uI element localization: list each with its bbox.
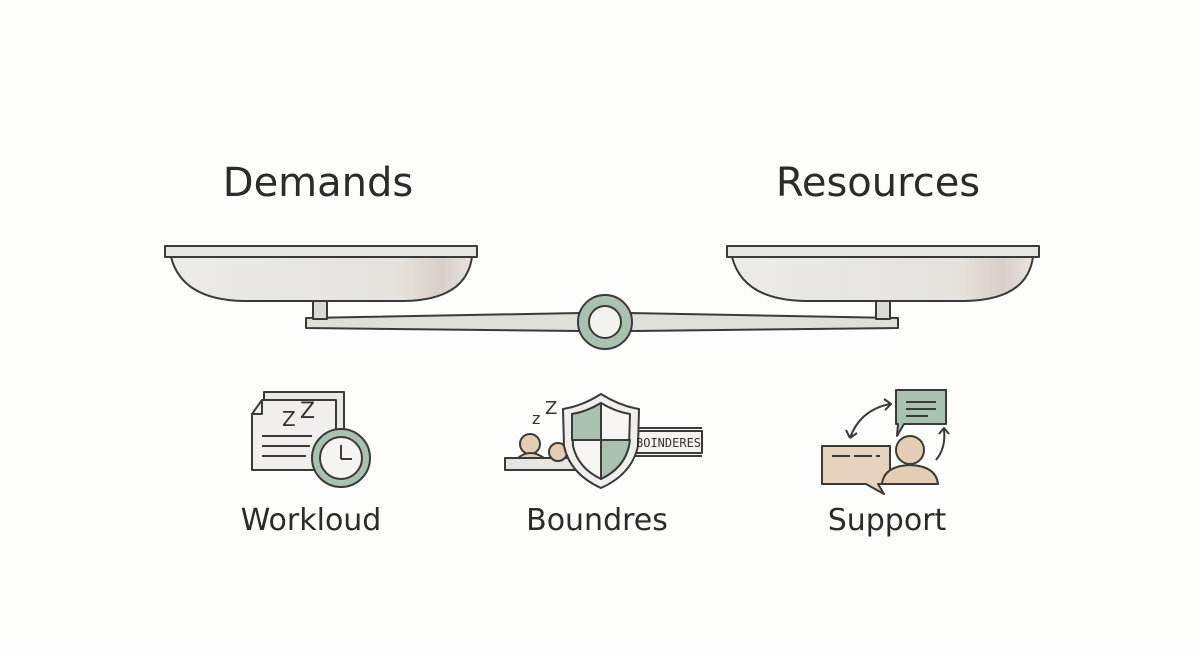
shield-rest-icon: z Z: [504, 393, 703, 489]
support-label: Support: [828, 503, 947, 538]
documents-clock-icon: Z Z: [251, 391, 371, 488]
resources-title: Resources: [776, 160, 980, 206]
boundary-banner-text: BOINDERES: [636, 436, 701, 450]
right-pan-post: [875, 300, 891, 320]
scale-beam: [305, 312, 581, 332]
demands-title: Demands: [223, 160, 413, 206]
svg-text:Z: Z: [282, 407, 296, 431]
left-pan: [164, 245, 478, 302]
workload-label: Workloud: [241, 503, 382, 538]
right-pan: [726, 245, 1040, 302]
chat-person-icon: [821, 389, 950, 495]
left-pan-post: [312, 300, 328, 320]
pivot-icon: [577, 294, 633, 350]
boundaries-label: Boundres: [526, 503, 668, 538]
scale-beam-right: [629, 312, 899, 332]
svg-text:z: z: [532, 409, 540, 428]
svg-text:Z: Z: [545, 398, 557, 419]
svg-text:Z: Z: [300, 399, 315, 424]
balance-scale: [164, 245, 1040, 350]
